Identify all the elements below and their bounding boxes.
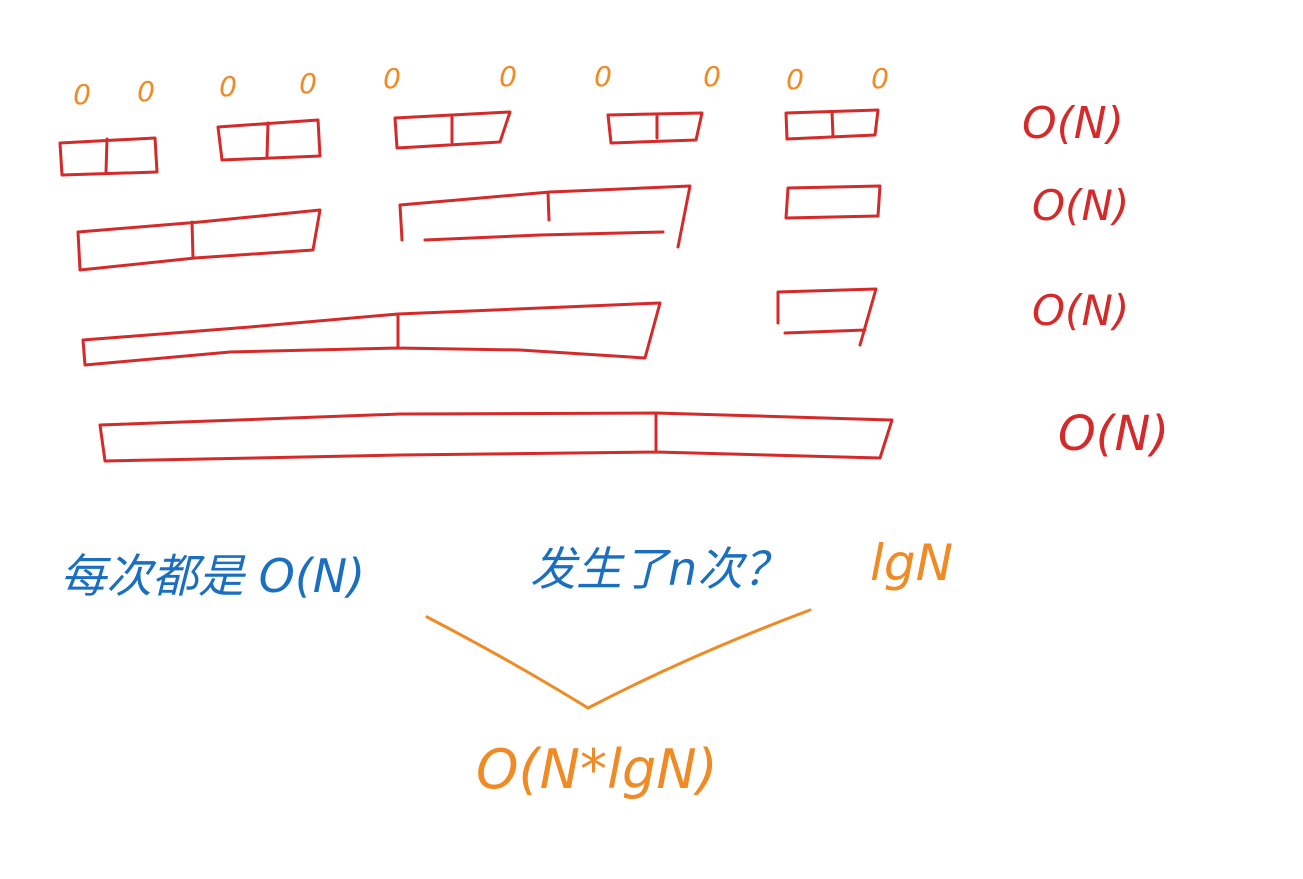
note-question: 发生了n次？: [530, 542, 789, 596]
block-4-1: [98, 411, 894, 463]
leaf-mark: 0: [499, 60, 517, 93]
note-answer: lgN: [870, 534, 953, 592]
leaf-marks: 0 0 0 0 0 0 0 0 0 0: [73, 60, 889, 111]
level-3-blocks: [81, 287, 878, 367]
level-1-blocks: [58, 108, 880, 177]
block-2-2: [398, 184, 692, 249]
block-3-1: [81, 301, 662, 367]
result-label: O(N*lgN): [476, 738, 718, 801]
block-1-3: [393, 110, 512, 150]
leaf-mark: 0: [383, 62, 401, 95]
leaf-mark: 0: [594, 60, 612, 93]
level-4-blocks: [98, 411, 894, 463]
leaf-mark: 0: [73, 78, 91, 111]
block-1-5: [784, 108, 880, 141]
level-3-label: O(N): [1032, 286, 1129, 335]
leaf-mark: 0: [703, 60, 721, 93]
merge-bracket: [425, 608, 812, 710]
leaf-mark: 0: [137, 75, 155, 108]
note-each-level: 每次都是 O(N): [60, 549, 365, 603]
leaf-mark: 0: [219, 70, 237, 103]
block-1-1: [58, 136, 159, 177]
leaf-mark: 0: [786, 63, 804, 96]
level-1-label: O(N): [1022, 98, 1124, 149]
level-4-label: O(N): [1058, 406, 1169, 462]
leaf-mark: 0: [299, 67, 317, 100]
level-2-label: O(N): [1032, 181, 1129, 230]
leaf-mark: 0: [871, 62, 889, 95]
block-2-3: [784, 184, 882, 220]
level-2-blocks: [76, 184, 882, 272]
block-3-2: [776, 287, 878, 347]
block-1-2: [216, 118, 322, 162]
block-1-4: [606, 111, 704, 145]
block-2-1: [76, 208, 322, 272]
